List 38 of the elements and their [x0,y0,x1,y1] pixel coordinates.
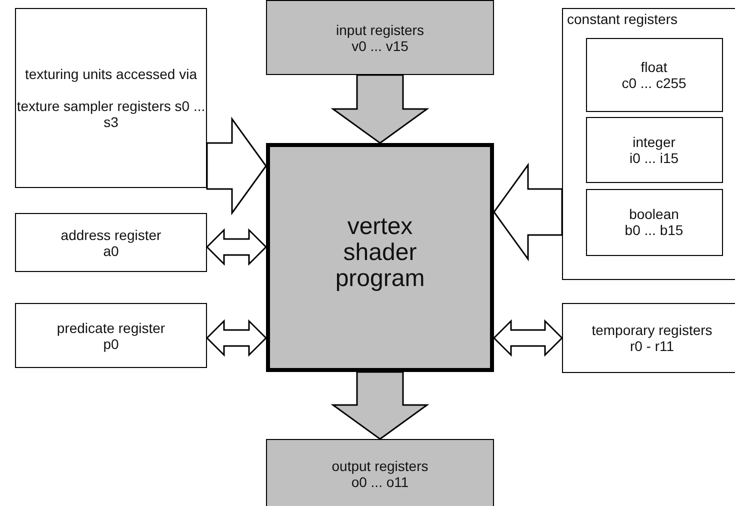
register-box [266,0,494,75]
register-box [15,303,207,368]
register-label: v0 ... v15 [352,38,408,54]
register-label: i0 ... i15 [629,150,679,166]
register-label: integer [632,134,676,150]
program-box [266,143,494,372]
register-label: temporary registers [592,322,712,338]
register-label: p0 [103,336,119,352]
register-box [15,213,207,272]
register-label: vertex shader program [335,214,425,292]
register-label: o0 ... o11 [351,474,409,490]
block-arrow [493,162,563,262]
group-heading: constant registers [566,10,678,29]
register-label: r0 - r11 [630,338,674,354]
group-box [562,8,735,280]
register-label: float [640,58,668,74]
register-label: output registers [332,458,428,474]
register-box [266,439,494,506]
register-label: address register [60,226,162,242]
register-label: predicate register [56,320,166,336]
register-box [15,8,207,188]
register-label: boolean [629,206,679,222]
block-arrow [206,116,267,216]
register-label: c0 ... c255 [622,74,686,90]
double-arrow [492,319,564,357]
block-arrow [330,74,430,144]
double-arrow [206,228,268,266]
double-arrow [206,319,268,357]
register-box [586,38,722,112]
register-label: texture sampler registers s0 ... s3 [16,98,206,130]
block-arrow [330,371,430,440]
register-box [586,116,722,182]
register-box [562,303,735,373]
register-label: texturing units accessed via [25,66,197,82]
register-label: input registers [336,22,424,38]
register-box [586,188,722,256]
register-label: b0 ... b15 [624,222,684,238]
register-label: a0 [103,242,119,258]
